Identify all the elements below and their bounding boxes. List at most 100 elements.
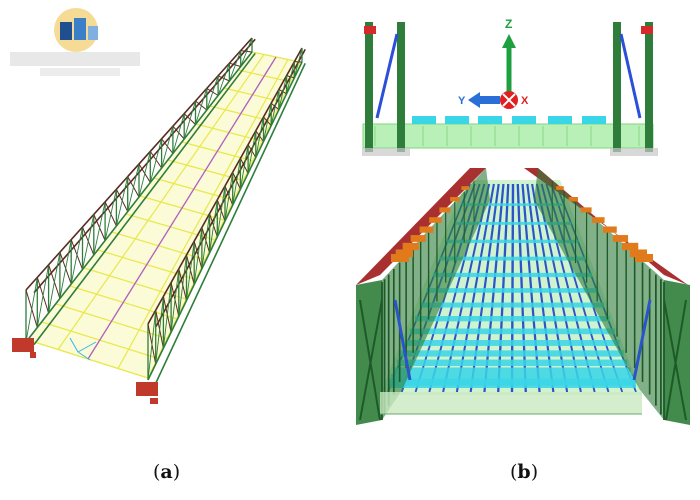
orange-brace bbox=[621, 242, 639, 251]
cross-beam bbox=[420, 302, 605, 308]
girder bbox=[516, 183, 527, 393]
caption-b: (b) bbox=[510, 461, 538, 483]
deck-beam-section bbox=[412, 116, 436, 124]
orange-brace bbox=[612, 235, 629, 242]
truss-diagonal bbox=[104, 189, 117, 241]
caption-a: (a) bbox=[153, 461, 180, 483]
truss-diagonal bbox=[48, 252, 61, 314]
truss-diagonal bbox=[239, 144, 249, 190]
orange-brace bbox=[419, 226, 434, 233]
truss-diagonal bbox=[228, 50, 242, 82]
right-truss-inner bbox=[534, 168, 664, 420]
truss-diagonal bbox=[178, 254, 187, 317]
truss-diagonal bbox=[93, 201, 106, 256]
girder bbox=[526, 183, 555, 393]
truss-diagonal bbox=[172, 113, 185, 154]
cross-beams bbox=[388, 203, 636, 388]
cross-beam bbox=[439, 256, 586, 261]
girder bbox=[442, 183, 491, 393]
girder bbox=[455, 183, 495, 393]
truss-diagonal bbox=[59, 239, 72, 299]
truss-diagonal bbox=[170, 268, 180, 333]
truss-diagonal bbox=[36, 264, 50, 328]
left-tower bbox=[362, 22, 410, 156]
truss-diagonal bbox=[25, 277, 38, 343]
truss-diagonal bbox=[70, 226, 83, 285]
cross-beam bbox=[409, 328, 615, 335]
bracing-member bbox=[393, 299, 412, 381]
truss-diagonal bbox=[149, 138, 163, 183]
top-bracing bbox=[391, 186, 653, 262]
left-truss bbox=[25, 37, 256, 346]
orange-brace bbox=[395, 249, 414, 258]
deck-beam-section bbox=[445, 116, 469, 124]
cross-beam bbox=[390, 373, 634, 381]
cross-beam bbox=[415, 316, 610, 322]
orange-brace bbox=[568, 197, 578, 202]
x-axis-label: X bbox=[521, 95, 529, 107]
truss-diagonal bbox=[161, 126, 174, 169]
support-markers bbox=[12, 338, 158, 404]
girder bbox=[521, 183, 541, 393]
truss-diagonal bbox=[270, 89, 280, 126]
origin-axes bbox=[69, 337, 97, 361]
deck-longitudinal-line bbox=[117, 59, 289, 369]
cross-beam bbox=[393, 367, 631, 375]
truss-diagonal bbox=[247, 130, 257, 174]
deck-centerline bbox=[87, 56, 277, 360]
orange-brace bbox=[439, 207, 451, 213]
truss-diagonal bbox=[155, 296, 164, 365]
truss-diagonal bbox=[286, 61, 295, 94]
truss-diagonal bbox=[138, 151, 151, 198]
orange-brace bbox=[580, 207, 592, 213]
logo-icon bbox=[10, 8, 140, 76]
orange-brace bbox=[402, 242, 419, 251]
y-axis-label: Y bbox=[458, 95, 466, 107]
truss-diagonal bbox=[217, 63, 230, 96]
truss-diagonal bbox=[209, 199, 218, 253]
truss-diagonal bbox=[263, 103, 272, 142]
orange-brace bbox=[556, 186, 564, 190]
truss-diagonal bbox=[293, 47, 303, 79]
orange-brace bbox=[592, 217, 605, 223]
orange-brace bbox=[635, 254, 653, 262]
orange-brace bbox=[629, 249, 648, 258]
truss-diagonal bbox=[206, 75, 219, 111]
truss-diagonal bbox=[195, 88, 208, 125]
cross-beam bbox=[396, 359, 628, 367]
deck-beam-section bbox=[548, 116, 572, 124]
truss-diagonal bbox=[162, 282, 172, 349]
girder bbox=[531, 183, 569, 393]
orange-brace bbox=[410, 235, 426, 242]
bracing-member bbox=[663, 299, 687, 421]
truss-diagonal bbox=[127, 163, 140, 212]
deck-beam-section bbox=[512, 116, 536, 124]
end-beam bbox=[380, 392, 642, 414]
right-truss-bracing bbox=[551, 181, 687, 421]
orange-brace bbox=[461, 186, 470, 190]
truss-bottom-chord bbox=[33, 52, 256, 346]
bracing-member bbox=[359, 299, 383, 421]
truss-diagonal bbox=[183, 100, 196, 140]
cross-beam bbox=[461, 203, 564, 206]
panel-a-wireframe-bridge bbox=[10, 8, 306, 404]
girder bbox=[510, 183, 515, 393]
deck-beams bbox=[374, 116, 640, 146]
cross-beam bbox=[433, 272, 593, 278]
deck-beam-section bbox=[582, 116, 606, 124]
truss-diagonal bbox=[82, 214, 95, 270]
deck-longitudinal-line bbox=[57, 54, 265, 350]
panel-b-perspective-render bbox=[356, 168, 690, 425]
orange-brace bbox=[429, 217, 442, 223]
deck-section bbox=[362, 123, 654, 149]
girder bbox=[535, 183, 582, 393]
truss-diagonal bbox=[278, 75, 288, 110]
panel-b-cross-section: Z Y X bbox=[362, 17, 658, 156]
cross-beam bbox=[426, 288, 599, 293]
truss-bottom-chord bbox=[155, 62, 306, 384]
deck-beam-section bbox=[478, 116, 502, 124]
orange-brace bbox=[391, 254, 409, 262]
right-truss bbox=[147, 47, 306, 384]
truss-diagonal bbox=[147, 310, 157, 381]
